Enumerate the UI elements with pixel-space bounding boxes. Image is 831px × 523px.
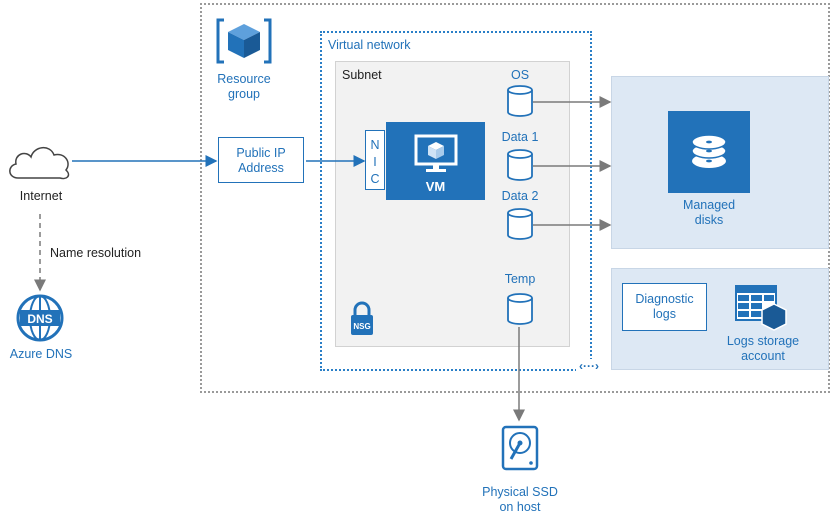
os-disk-icon [507,85,533,117]
monitor-icon [414,134,458,172]
resource-group-label: Resource group [217,72,271,101]
physical-ssd-label: Physical SSD on host [482,485,558,514]
vm-box: VM [386,122,485,200]
physical-ssd-icon [501,425,539,471]
vm-label: VM [425,179,446,194]
managed-disks-icon [668,111,750,193]
temp-disk-icon [507,293,533,325]
internet-label: Internet [19,189,63,203]
virtual-network-container [320,31,592,371]
data2-disk-label: Data 2 [501,189,539,203]
vnet-ellipsis-icon: ‹···› [576,359,602,373]
logs-storage-label: Logs storage account [726,334,800,363]
dns-icon-text: DNS [27,312,52,326]
subnet-label: Subnet [342,68,382,82]
diagnostic-logs-box: Diagnostic logs [622,283,707,331]
virtual-network-label: Virtual network [328,38,411,52]
os-disk-label: OS [510,68,530,82]
public-ip-box: Public IP Address [218,137,304,183]
data2-disk-icon [507,208,533,240]
azure-dns-label: Azure DNS [9,347,73,361]
disk-stack-icon [691,134,727,168]
resource-group-container [200,3,830,393]
managed-disks-label: Managed disks [682,198,736,227]
storage-table-icon [735,285,787,331]
resource-group-icon [216,18,272,64]
nic-box: N I C [365,130,385,190]
data1-disk-label: Data 1 [501,130,539,144]
nsg-label: NSG [353,322,370,331]
nsg-lock-icon: NSG [351,301,373,335]
data1-disk-icon [507,149,533,181]
dns-globe-icon: DNS [16,294,64,342]
cloud-icon [9,147,70,180]
temp-disk-label: Temp [504,272,536,286]
name-resolution-label: Name resolution [50,246,142,260]
